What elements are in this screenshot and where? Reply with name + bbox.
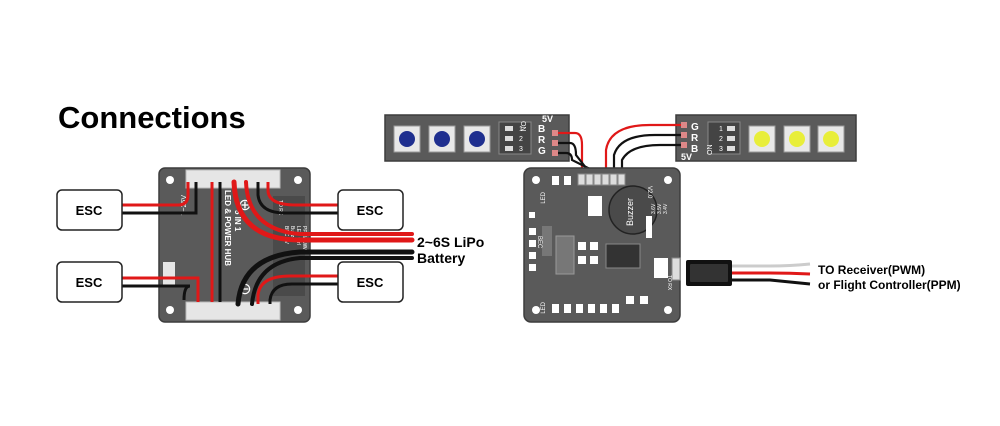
led-supply-label: 5V [542, 114, 553, 124]
led-blue [399, 131, 415, 147]
hub-pad-label: TO RX [277, 200, 283, 216]
page-title: Connections [58, 100, 246, 135]
buzzer-label: Buzzer [625, 198, 635, 226]
led-pin-label: G [691, 122, 699, 133]
led-strip-left [384, 114, 570, 162]
dip-switch [498, 121, 532, 155]
esc-wires [122, 182, 340, 304]
esc-box [56, 189, 123, 231]
led-bottom-label: LED [541, 301, 547, 313]
dip-number: 2 [519, 136, 523, 143]
led-top-label: LED [541, 191, 547, 203]
led-yellow [823, 131, 839, 147]
led-pin-label: R [691, 133, 699, 144]
esc-label: ESC [76, 275, 103, 290]
led-pin-label: B [538, 124, 545, 135]
to-rx-label: TO RX [666, 275, 672, 291]
voltage-option: 3.6V [651, 203, 657, 214]
led-yellow [754, 131, 770, 147]
battery-label-line2: Battery [417, 250, 465, 266]
voltage-option: 3.5V [657, 203, 663, 214]
chip [605, 243, 641, 269]
esc-label: ESC [76, 203, 103, 218]
led-pin-label: B [691, 144, 698, 155]
dip-on-label: ON [707, 145, 714, 156]
led-controller-board [523, 167, 681, 323]
led-strip-right [675, 114, 857, 162]
led-blue [469, 131, 485, 147]
led-yellow [789, 131, 805, 147]
dip-on-label: ON [519, 121, 526, 132]
esc-boxes [56, 189, 404, 303]
voltage-option: 3.4V [663, 203, 669, 214]
esc-label: ESC [357, 203, 384, 218]
dip-number: 2 [719, 136, 723, 143]
esc-label: ESC [357, 275, 384, 290]
strip-wires [558, 123, 681, 174]
board-version: V2.0 [646, 186, 652, 199]
esc-box [337, 189, 404, 231]
hub-name-line1: LED & POWER HUB [223, 190, 232, 266]
bec-label: BEC [536, 236, 542, 249]
receiver-cable [686, 260, 811, 286]
esc-box [56, 261, 123, 303]
led-pin-label: R [538, 135, 546, 146]
dip-number: 1 [719, 126, 723, 133]
led-pin-label: G [538, 146, 546, 157]
hub-name-line2: 5 IN 1 [233, 210, 242, 232]
battery-wires [231, 179, 415, 307]
receiver-label-line1: TO Receiver(PWM) [818, 263, 925, 277]
receiver-label-line2: or Flight Controller(PPM) [818, 278, 961, 292]
led-blue [434, 131, 450, 147]
buzzer [608, 185, 658, 235]
dip-number: 1 [519, 126, 523, 133]
dip-number: 3 [719, 146, 723, 153]
hub-pad-label: BEC 5V [283, 226, 289, 244]
esc-box [337, 261, 404, 303]
led-supply-label: 5V [681, 152, 692, 162]
battery-label-line1: 2~6S LiPo [417, 234, 484, 250]
dip-number: 3 [519, 146, 523, 153]
